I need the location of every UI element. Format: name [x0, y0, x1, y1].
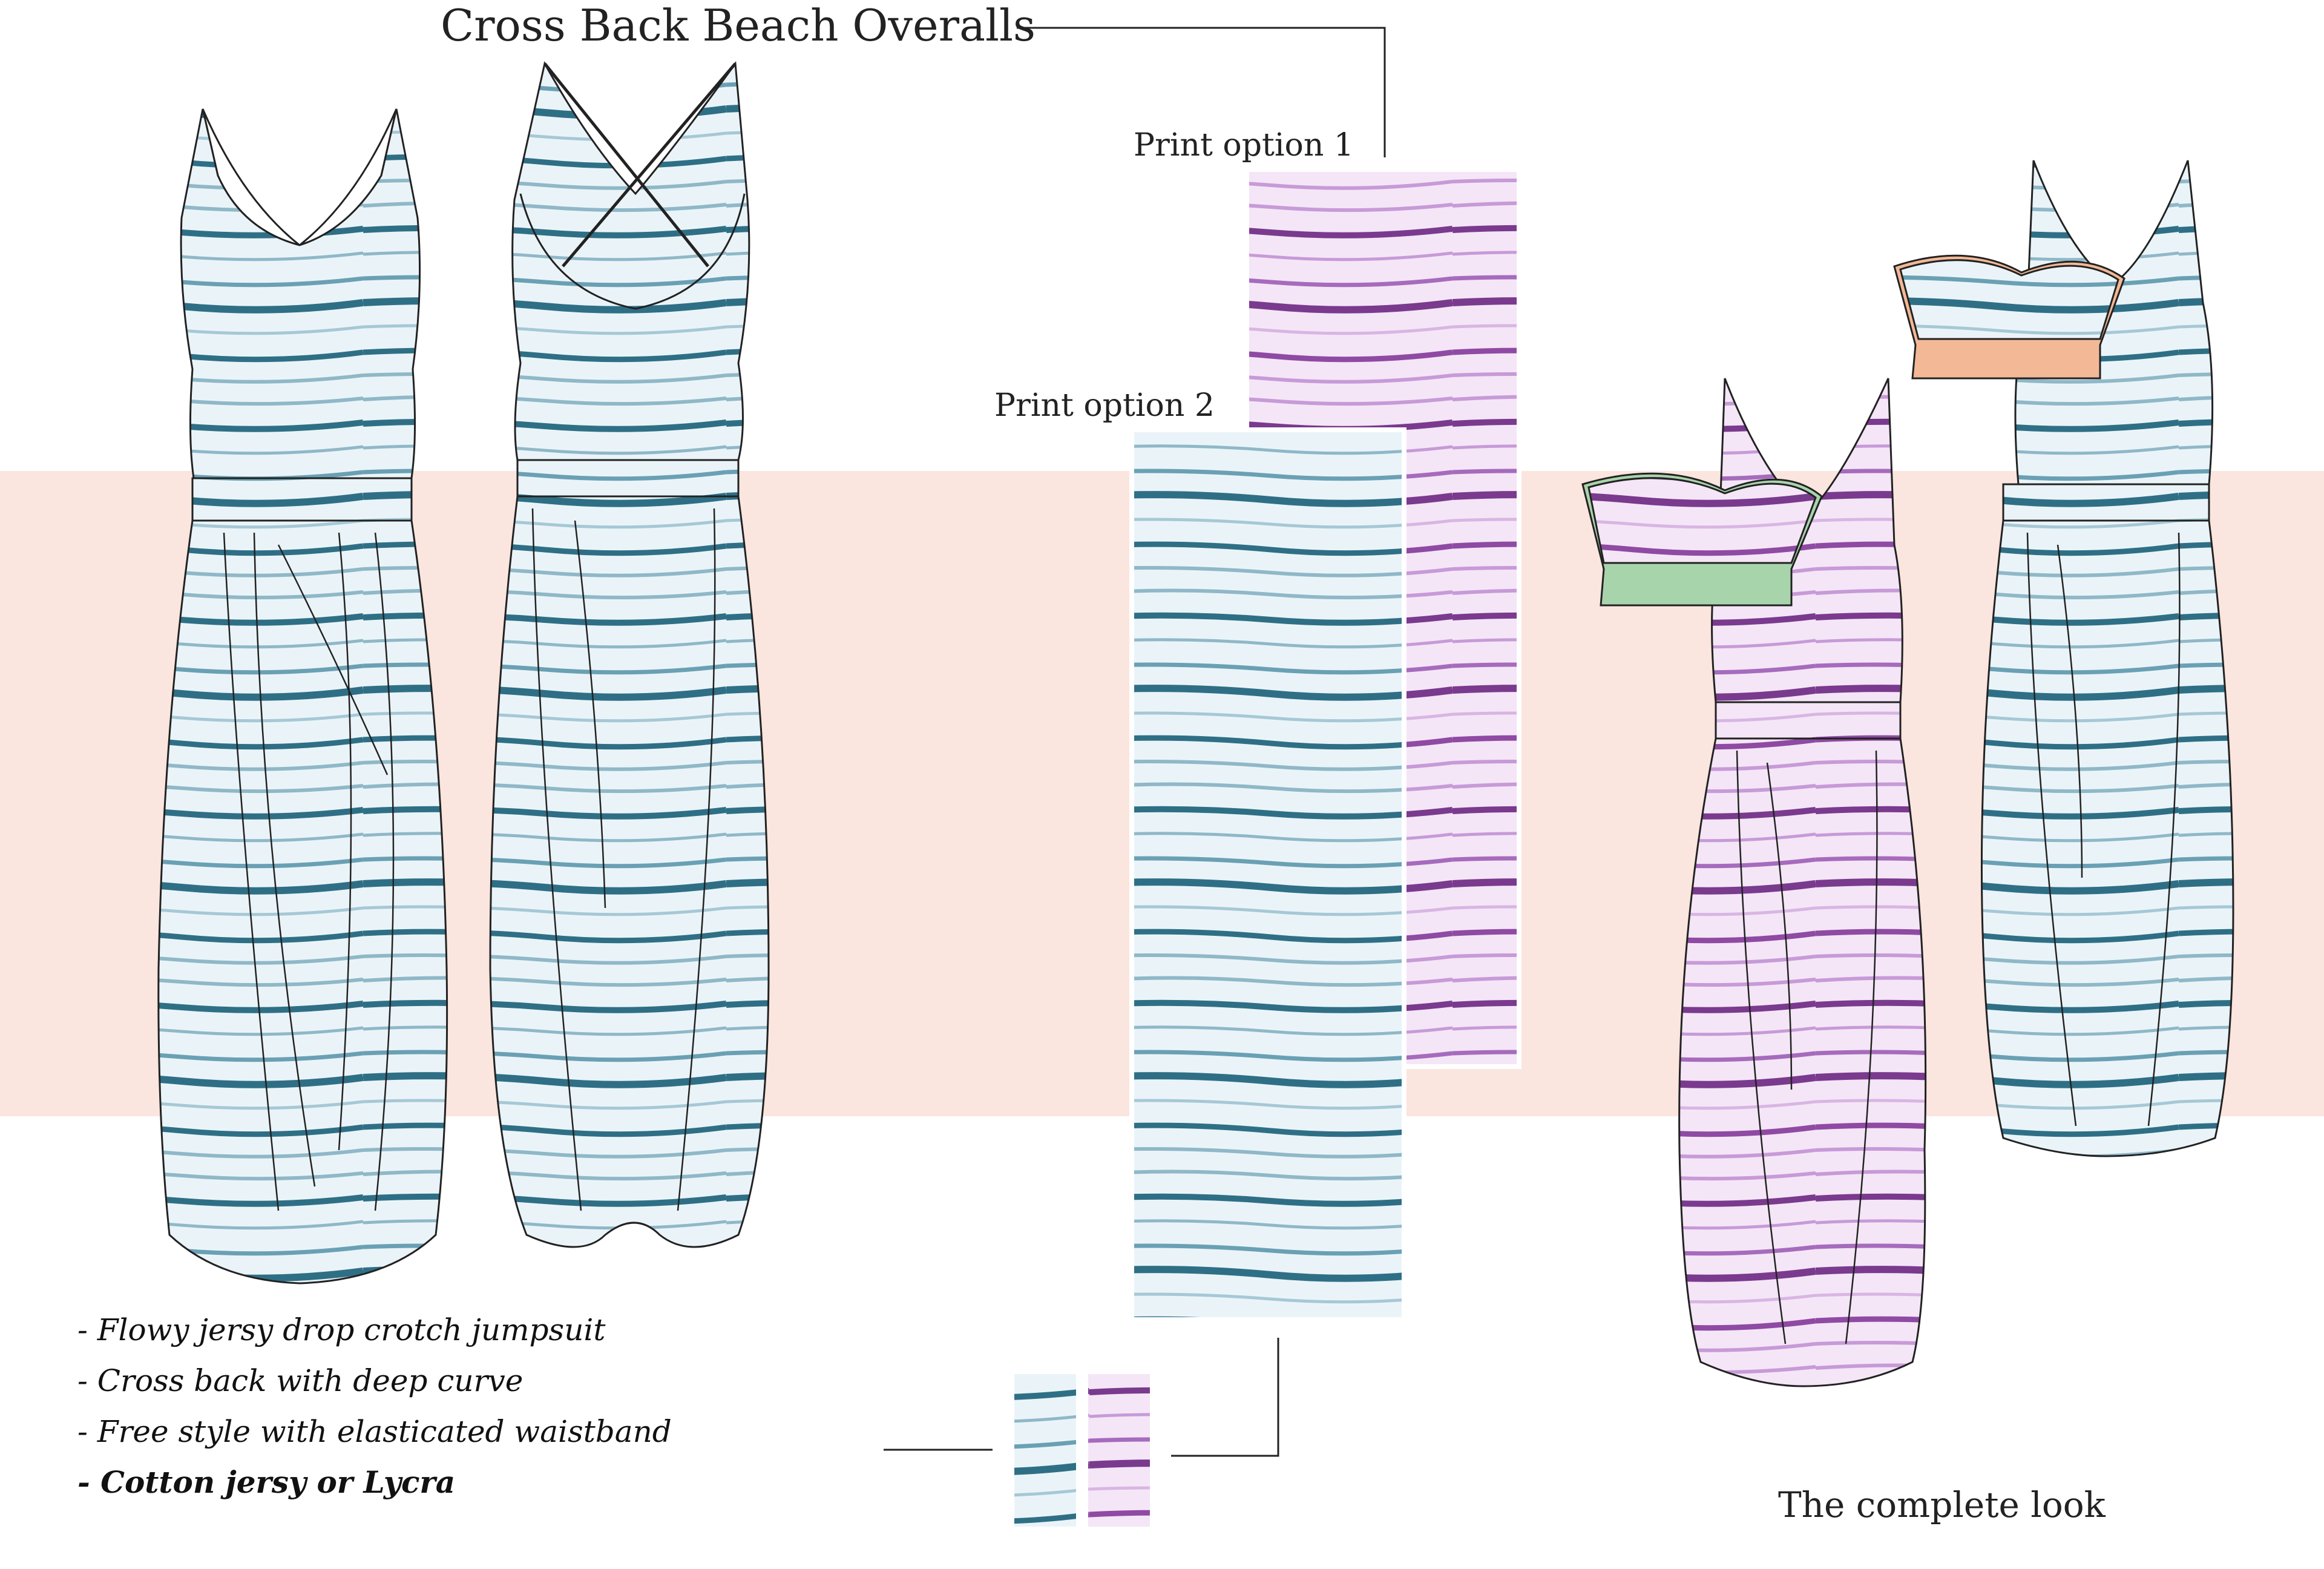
title-leader-line [1017, 27, 1386, 157]
print-option-2-swatch [1129, 427, 1407, 1322]
note-2: - Cross back with deep curve [77, 1363, 524, 1398]
bandeau-top-peach [1893, 254, 2125, 380]
note-4: - Cotton jersy or Lycra [77, 1464, 456, 1500]
note-1: - Flowy jersy drop crotch jumpsuit [77, 1312, 606, 1347]
complete-look-caption: The complete look [1778, 1484, 2106, 1525]
complete-look-blue [1980, 160, 2234, 1157]
front-flat-sketch [157, 108, 448, 1284]
complete-look-purple [1678, 378, 1927, 1387]
back-flat-sketch [489, 61, 770, 1248]
print-option-2-label: Print option 2 [994, 387, 1215, 424]
mini-swatch-blue [1014, 1374, 1076, 1527]
page-title: Cross Back Beach Overalls [441, 0, 1036, 51]
print-option-1-label: Print option 1 [1134, 127, 1354, 163]
bandeau-top-green [1581, 472, 1823, 607]
note-3: - Free style with elasticated waistband [77, 1414, 672, 1449]
mini-swatch-purple [1088, 1374, 1150, 1527]
design-notes: - Flowy jersy drop crotch jumpsuit - Cro… [77, 1304, 672, 1508]
swatch-leader-line-2 [1171, 1338, 1279, 1457]
